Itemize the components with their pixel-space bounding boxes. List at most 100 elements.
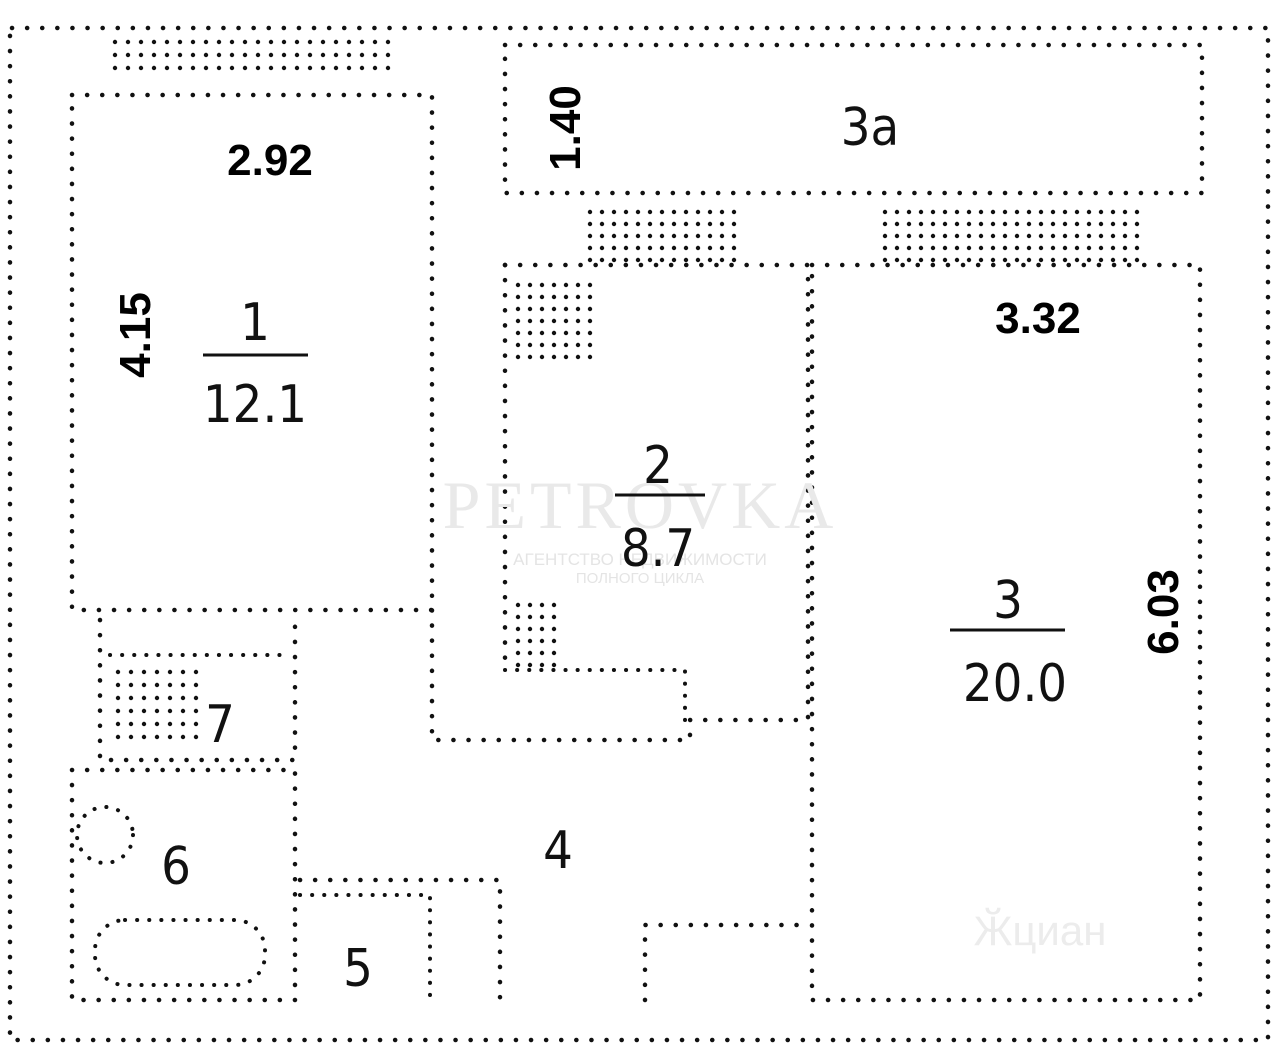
hatch-dot <box>539 650 545 656</box>
hatch-dot <box>1098 233 1104 239</box>
hatch-dot <box>659 221 665 227</box>
hatch-dot <box>575 354 581 360</box>
hatch-dot <box>611 221 617 227</box>
hatch-dot <box>954 209 960 215</box>
hatch-dot <box>1110 221 1116 227</box>
room-3-number: 3 <box>993 571 1023 631</box>
hatch-dot <box>551 354 557 360</box>
hatch-dot <box>216 52 222 58</box>
hatch-dot <box>1110 245 1116 251</box>
hatch-dot <box>346 39 352 45</box>
hatch-dot <box>551 602 557 608</box>
room-4-number: 4 <box>543 821 573 881</box>
hatch-dot <box>112 65 118 71</box>
hatch-dot <box>539 638 545 644</box>
hatch-dot <box>539 294 545 300</box>
hatch-dot <box>294 65 300 71</box>
hatch-dot <box>599 209 605 215</box>
hatch-dot <box>942 257 948 263</box>
hatch-dot <box>659 245 665 251</box>
hatch-dot <box>125 65 131 71</box>
dimension-room3-length: 6.03 <box>1139 569 1188 655</box>
hatch-dot <box>575 294 581 300</box>
hatch-dot <box>695 245 701 251</box>
hatch-dot <box>695 233 701 239</box>
hatch-dot <box>1134 221 1140 227</box>
hatch-dot <box>539 318 545 324</box>
hatch-dot <box>333 39 339 45</box>
hatch-dot <box>128 721 134 727</box>
hatch-dot <box>190 39 196 45</box>
hatch-dot <box>623 245 629 251</box>
hatch-dot <box>894 221 900 227</box>
hatch-dot <box>1086 245 1092 251</box>
room-2 <box>429 262 811 743</box>
hatch-dot <box>647 245 653 251</box>
hatch-dot <box>1074 209 1080 215</box>
hatch-dot <box>154 708 160 714</box>
hatch-dot <box>918 233 924 239</box>
hatch-dot <box>539 626 545 632</box>
hatch-dot <box>683 257 689 263</box>
hatch-dot <box>1002 233 1008 239</box>
hatch-dot <box>229 52 235 58</box>
hatch-dot <box>1062 221 1068 227</box>
hatch-dot <box>167 734 173 740</box>
hatch-dot <box>1110 257 1116 263</box>
hatch-dot <box>193 734 199 740</box>
hatch-dot <box>216 39 222 45</box>
hatch-dot <box>242 52 248 58</box>
room-3 <box>809 262 1203 1003</box>
hatch-dot <box>255 65 261 71</box>
hatch-dot <box>294 39 300 45</box>
hatch-dot <box>1062 257 1068 263</box>
hatch-dot <box>515 650 521 656</box>
hatch-dot <box>193 682 199 688</box>
hatch-dot <box>527 662 533 668</box>
hatch-dot <box>587 318 593 324</box>
hatch-dot <box>894 245 900 251</box>
hatch-dot <box>281 39 287 45</box>
hatch-dot <box>1074 233 1080 239</box>
hatch-dot <box>1002 209 1008 215</box>
hatch-dot <box>659 233 665 239</box>
hatch-dot <box>515 614 521 620</box>
hatch-dot <box>307 52 313 58</box>
hatch-dot <box>719 233 725 239</box>
hatch-dot <box>115 695 121 701</box>
hatch-dot <box>966 209 972 215</box>
hatch-dot <box>990 257 996 263</box>
hatch-dot <box>611 209 617 215</box>
hatch-dot <box>1026 233 1032 239</box>
hatch-dot <box>1134 245 1140 251</box>
hatch-dot <box>695 209 701 215</box>
hatch-dot <box>930 245 936 251</box>
hatch-dot <box>359 52 365 58</box>
hatch-dot <box>587 209 593 215</box>
hatch-dot <box>599 233 605 239</box>
hatch-dot <box>527 614 533 620</box>
hatch-dot <box>125 39 131 45</box>
hatch-dot <box>527 354 533 360</box>
hatch-dot <box>647 221 653 227</box>
hatch-dot <box>151 52 157 58</box>
hatch-dot <box>539 354 545 360</box>
hatch-dot <box>515 318 521 324</box>
hatch-dot <box>1038 257 1044 263</box>
hatch-dot <box>1134 209 1140 215</box>
hatch-dot <box>180 734 186 740</box>
hatch-dot <box>587 221 593 227</box>
hatch-dot <box>551 626 557 632</box>
hatch-dot <box>659 257 665 263</box>
hatch-dot <box>671 245 677 251</box>
hatch-dot <box>203 65 209 71</box>
hatch-dot <box>385 52 391 58</box>
hatch-dot <box>255 52 261 58</box>
hatch-dot <box>551 638 557 644</box>
hatch-dot <box>906 257 912 263</box>
hatch-dot <box>180 721 186 727</box>
hatch-dot <box>527 626 533 632</box>
hatch-dot <box>587 330 593 336</box>
hatch-dot <box>242 65 248 71</box>
hatch-dot <box>551 650 557 656</box>
